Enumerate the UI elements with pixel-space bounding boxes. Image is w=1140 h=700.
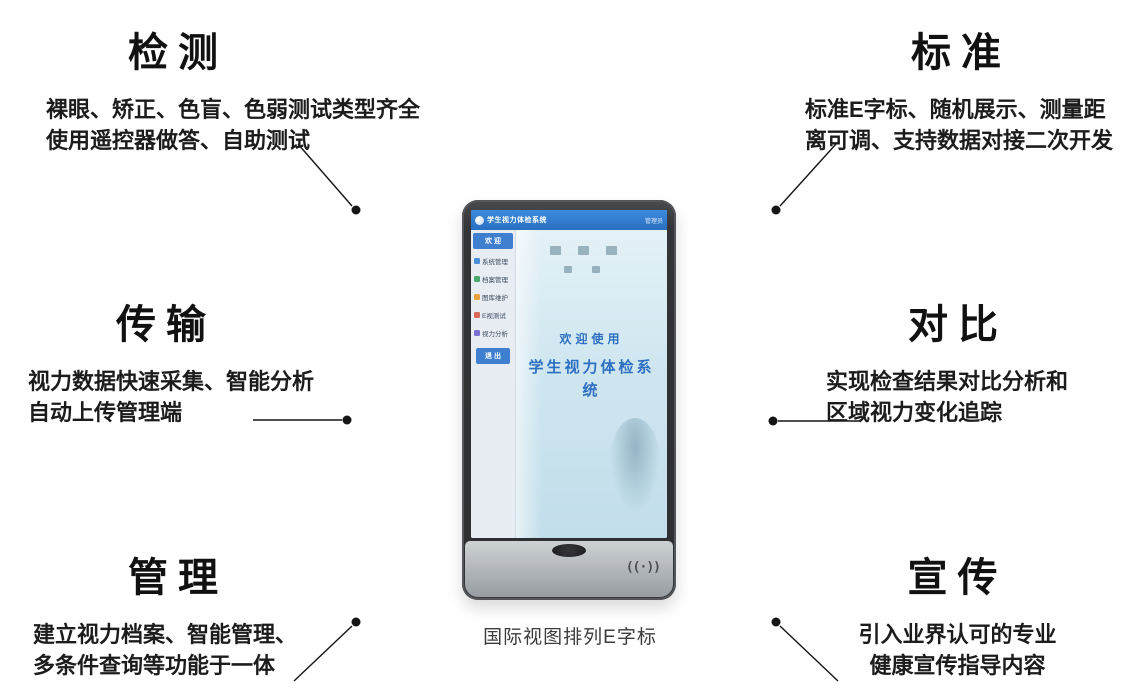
sidebar-item-label: 视力分析 [482, 331, 508, 338]
feature-comparison-line-1: 实现检查结果对比分析和 [826, 369, 1069, 394]
sidebar-item-analysis: 视力分析 [473, 324, 513, 342]
eye-chart-mark [606, 246, 617, 255]
folder-icon [474, 276, 480, 282]
eye-chart-mark [592, 266, 600, 273]
gear-icon [474, 258, 480, 264]
header-user-label: 管理员 [644, 218, 663, 225]
sidebar-item-label: 图库维护 [482, 295, 508, 302]
sidebar-item-gallery: 图库维护 [473, 288, 513, 306]
sidebar-welcome-button: 欢 迎 [473, 233, 513, 249]
background-figure [609, 418, 661, 514]
feature-management-line-1: 建立视力档案、智能管理、 [33, 622, 298, 647]
screen-welcome-text: 欢迎使用 [559, 332, 624, 346]
feature-transmission: 传输 视力数据快速采集、智能分析 自动上传管理端 [28, 292, 388, 428]
feature-promotion-title: 宣传 [907, 556, 1008, 600]
image-icon [474, 294, 480, 300]
connector-dot-standard [771, 205, 781, 215]
screen-system-title: 学生视力体检系 统 [516, 356, 667, 402]
app-title: 学生视力体检系统 [487, 217, 547, 224]
camera-notch [552, 544, 586, 557]
connector-dot-detection [351, 205, 361, 215]
sidebar-exit-button: 退 出 [475, 348, 511, 364]
feature-standard-line-1: 标准E字标、随机展示、测量距 [805, 97, 1106, 122]
device-caption: 国际视图排列E字标 [483, 627, 657, 648]
eye-chart-mark [550, 246, 561, 255]
connector-dot-promotion [771, 617, 781, 627]
app-body: 欢 迎 系统管理 档案管理 图库维护 E视测试 [471, 230, 667, 538]
feature-transmission-line-2: 自动上传管理端 [28, 400, 183, 425]
connector-line-promotion [779, 625, 839, 682]
feature-promotion-line-1: 引入业界认可的专业 [858, 622, 1057, 647]
nfc-icon: ((·)) [625, 560, 661, 575]
eye-chart-mark [564, 266, 572, 273]
connector-dot-comparison [768, 416, 778, 426]
screen-system-title-line-2: 统 [582, 382, 601, 399]
device-screen: 学生视力体检系统 管理员 欢 迎 系统管理 档案管理 图库 [471, 210, 667, 538]
device-bottom-panel: ((·)) [465, 541, 673, 597]
sidebar-item-system: 系统管理 [473, 252, 513, 270]
feature-transmission-line-1: 视力数据快速采集、智能分析 [28, 369, 315, 394]
app-main-area: 欢迎使用 学生视力体检系 统 [516, 230, 667, 538]
app-logo-icon [475, 215, 484, 225]
feature-promotion: 宣传 引入业界认可的专业 健康宣传指导内容 [845, 545, 1070, 681]
feature-comparison: 对比 实现检查结果对比分析和 区域视力变化追踪 [826, 292, 1126, 428]
feature-management-line-2: 多条件查询等功能于一体 [33, 653, 276, 678]
feature-comparison-title: 对比 [908, 303, 1008, 347]
app-header: 学生视力体检系统 管理员 [471, 210, 667, 230]
feature-detection-line-2: 使用遥控器做答、自助测试 [46, 128, 311, 153]
feature-standard: 标准 标准E字标、随机展示、测量距 离可调、支持数据对接二次开发 [795, 20, 1125, 156]
feature-detection-line-1: 裸眼、矫正、色盲、色弱测试类型齐全 [46, 97, 421, 122]
eye-icon [474, 312, 480, 318]
screen-system-title-line-1: 学生视力体检系 [528, 359, 655, 376]
feature-detection: 检测 裸眼、矫正、色盲、色弱测试类型齐全 使用遥控器做答、自助测试 [40, 20, 480, 156]
feature-comparison-line-2: 区域视力变化追踪 [826, 400, 1003, 425]
feature-promotion-line-2: 健康宣传指导内容 [869, 653, 1046, 678]
eye-chart-mark [578, 246, 589, 255]
sidebar-item-label: E视测试 [482, 313, 506, 320]
feature-management-title: 管理 [128, 556, 228, 600]
feature-management: 管理 建立视力档案、智能管理、 多条件查询等功能于一体 [33, 545, 373, 681]
feature-standard-line-2: 离可调、支持数据对接二次开发 [805, 128, 1114, 153]
sidebar-item-archives: 档案管理 [473, 270, 513, 288]
feature-transmission-title: 传输 [116, 303, 216, 347]
chart-icon [474, 330, 480, 336]
background-light [516, 230, 542, 538]
sidebar-item-etest: E视测试 [473, 306, 513, 324]
vision-screening-device: 学生视力体检系统 管理员 欢 迎 系统管理 档案管理 图库 [462, 200, 676, 600]
feature-detection-title: 检测 [128, 31, 228, 75]
app-sidebar: 欢 迎 系统管理 档案管理 图库维护 E视测试 [471, 230, 516, 538]
sidebar-item-label: 档案管理 [482, 277, 508, 284]
sidebar-item-label: 系统管理 [482, 259, 508, 266]
feature-standard-title: 标准 [911, 31, 1011, 75]
